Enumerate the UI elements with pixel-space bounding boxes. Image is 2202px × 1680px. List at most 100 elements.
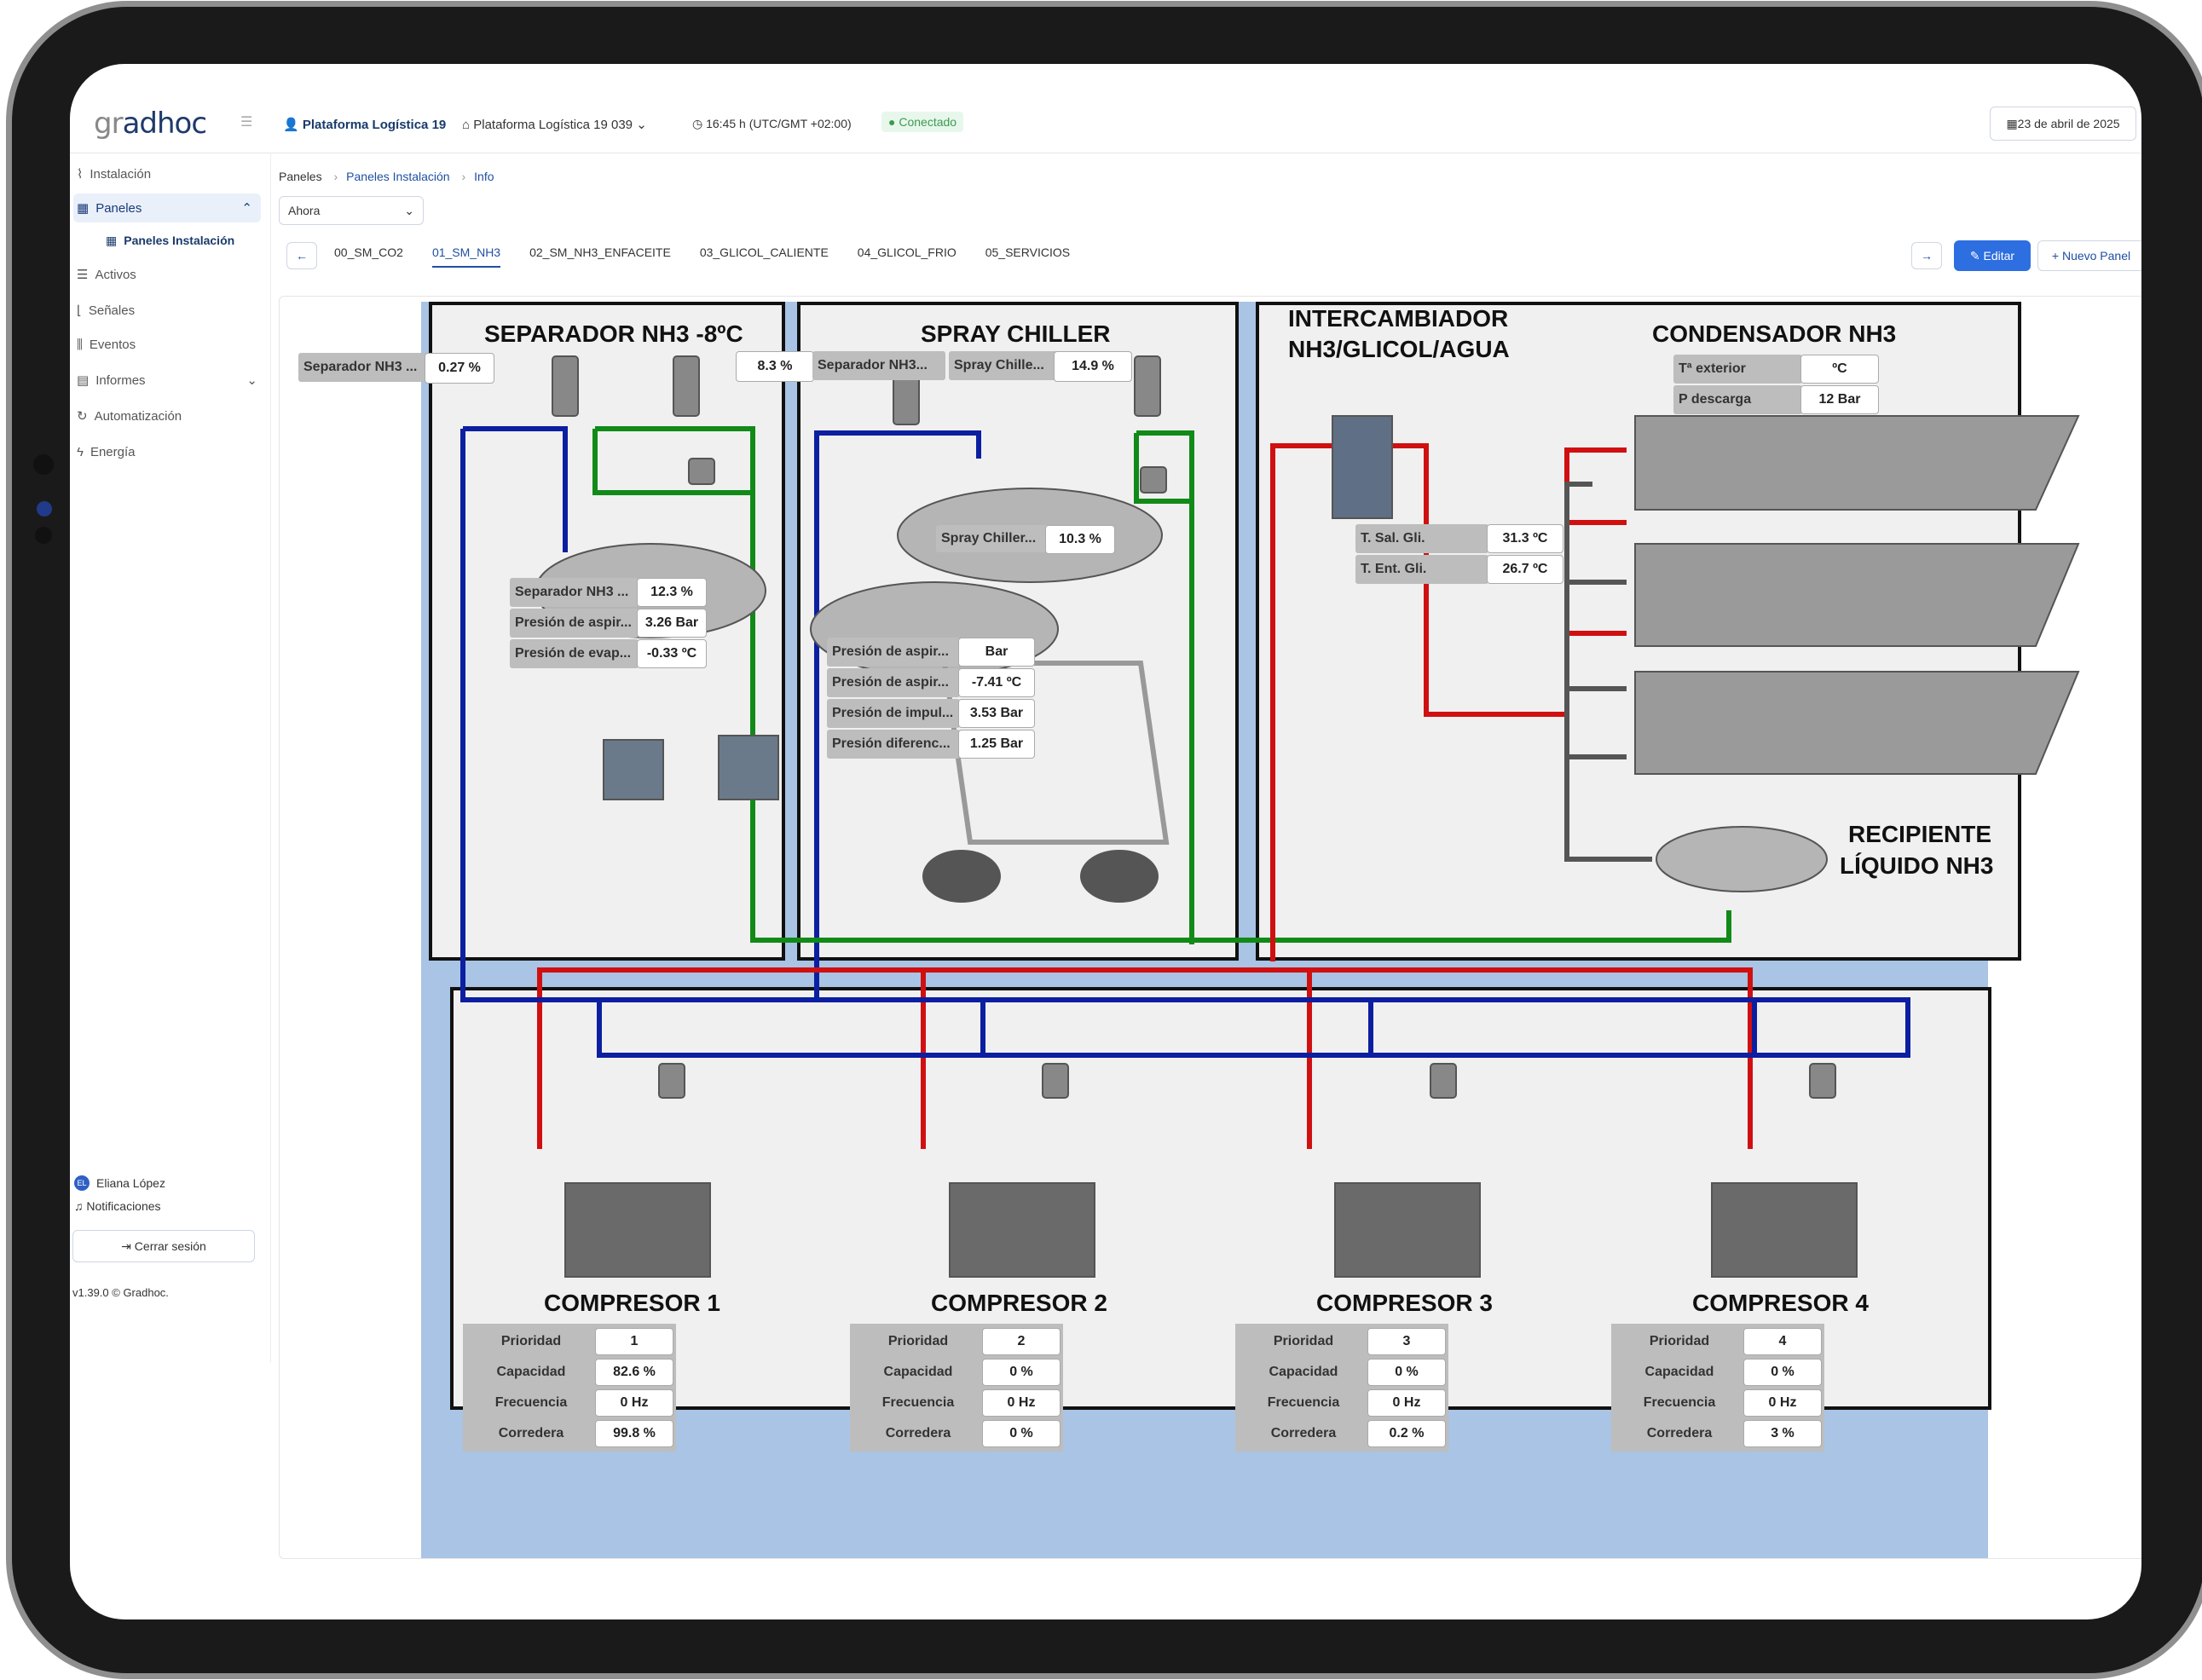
- compressor-reading-value: 0 Hz: [595, 1389, 673, 1417]
- valve-icon: [658, 1063, 685, 1099]
- breadcrumb-item[interactable]: Paneles: [279, 170, 322, 183]
- compressor-reading-value: 0 %: [1743, 1359, 1822, 1386]
- valve-icon: [688, 458, 715, 485]
- spray-reading-value: Bar: [958, 638, 1035, 667]
- logout-icon: ⇥: [121, 1238, 131, 1253]
- installation-select[interactable]: ⌂ Plataforma Logística 19 039 ⌄: [462, 118, 647, 132]
- tab-02[interactable]: 02_SM_NH3_ENFACEITE: [529, 245, 671, 259]
- separador-level-label: Separador NH3 ...: [298, 353, 431, 382]
- spray-title: SPRAY CHILLER: [921, 320, 1111, 347]
- glycol-line: [1136, 430, 1194, 944]
- menu-toggle-icon[interactable]: ☰: [240, 115, 253, 130]
- compressor-reading-label: Capacidad: [496, 1365, 566, 1379]
- liquid-line: [1564, 482, 1652, 862]
- compressor-icon: [1334, 1182, 1481, 1278]
- compressor-title: COMPRESOR 4: [1692, 1290, 1869, 1316]
- sidebar-item-eventos[interactable]: ⫼Eventos: [77, 337, 136, 352]
- sidebar-item-paneles[interactable]: ▦Paneles⌃: [73, 193, 261, 222]
- tab-00[interactable]: 00_SM_CO2: [334, 245, 403, 259]
- version-text: v1.39.0 © Gradhoc.: [72, 1286, 169, 1299]
- plus-icon: +: [2051, 249, 2060, 263]
- spray-separator-label: Separador NH3...: [812, 351, 945, 380]
- separador-reading-value: 3.26 Bar: [637, 609, 707, 638]
- spray-valve-label: Spray Chille...: [949, 351, 1061, 380]
- condensador-reading-label: Tª exterior: [1673, 355, 1802, 384]
- spray-valve-value: 14.9 %: [1054, 351, 1132, 382]
- spray-reading-value: -7.41 ºC: [958, 668, 1035, 697]
- sidebar-item-senales[interactable]: ⌊Señales: [77, 303, 136, 319]
- refresh-icon: ↻: [77, 409, 88, 424]
- notifications-link[interactable]: ♫ Notificaciones: [74, 1199, 161, 1213]
- tab-03[interactable]: 03_GLICOL_CALIENTE: [699, 245, 829, 259]
- intercambiador-reading-value: 31.3 ºC: [1487, 524, 1563, 553]
- user-platform: 👤 Plataforma Logística 19: [283, 118, 447, 132]
- sidebar-item-instalacion[interactable]: ⌇Instalación: [77, 166, 152, 182]
- chevron-down-icon: ⌄: [246, 373, 257, 388]
- discharge-line: [921, 970, 1312, 1149]
- date-picker[interactable]: ▦ 23 de abril de 2025: [1990, 107, 2136, 141]
- compressor-reading-label: Prioridad: [887, 1334, 949, 1348]
- grid-icon: ▦: [106, 233, 118, 247]
- next-tab-button[interactable]: →: [1911, 242, 1942, 269]
- breadcrumb: Paneles ›Paneles Instalación ›Info: [279, 170, 494, 183]
- camera-icon: [33, 454, 54, 475]
- compressor-reading-label: Prioridad: [1649, 1334, 1710, 1348]
- prev-tab-button[interactable]: ←: [286, 242, 317, 269]
- discharge-line: [1567, 520, 1627, 636]
- intercambiador-title: INTERCAMBIADOR: [1288, 305, 1509, 332]
- compressor-reading-label: Frecuencia: [1643, 1395, 1716, 1410]
- chevron-up-icon: ⌃: [241, 201, 252, 216]
- condenser-unit-icon: [1634, 543, 2080, 647]
- spray-tank-label: Spray Chiller...: [936, 525, 1052, 552]
- valve-icon: [673, 355, 700, 417]
- compressor-reading-label: Corredera: [1270, 1426, 1337, 1440]
- tab-05[interactable]: 05_SERVICIOS: [985, 245, 1071, 259]
- spray-tank-value: 10.3 %: [1045, 525, 1115, 554]
- compressor-reading-value: 0 %: [982, 1420, 1061, 1447]
- edit-button[interactable]: ✎ Editar: [1954, 240, 2031, 271]
- separador-reading-value: -0.33 ºC: [637, 639, 707, 668]
- compressor-reading-label: Corredera: [498, 1426, 564, 1440]
- breadcrumb-item[interactable]: Paneles Instalación: [346, 170, 450, 183]
- breadcrumb-item[interactable]: Info: [474, 170, 494, 183]
- condenser-unit-icon: [1634, 671, 2080, 775]
- plate-exchanger-icon: [1332, 415, 1393, 519]
- arrow-right-icon: →: [1921, 249, 1933, 263]
- compressor-reading-value: 0 %: [1367, 1359, 1446, 1386]
- app-screen: gradhoc ☰ 👤 Plataforma Logística 19 ⌂ Pl…: [70, 64, 2141, 1619]
- valve-icon: [1430, 1063, 1457, 1099]
- valve-icon: [893, 372, 920, 425]
- spray-reading-label: Presión de impul...: [827, 699, 960, 728]
- bars-icon: ⫼: [77, 337, 83, 352]
- compressor-reading-label: Frecuencia: [494, 1395, 568, 1410]
- sidebar-item-paneles-instalacion[interactable]: ▦Paneles Instalación: [106, 233, 235, 248]
- compressor-title: COMPRESOR 3: [1316, 1290, 1493, 1316]
- pencil-icon: ✎: [1969, 248, 1980, 263]
- compressor-reading-value: 82.6 %: [595, 1359, 673, 1386]
- tab-01[interactable]: 01_SM_NH3: [431, 245, 501, 268]
- logout-button[interactable]: ⇥ Cerrar sesión: [72, 1230, 255, 1262]
- separador-valve-value: 8.3 %: [736, 351, 814, 382]
- separador-reading-label: Presión de evap...: [510, 639, 639, 668]
- recipiente-title: RECIPIENTE: [1848, 821, 1992, 847]
- compressor-icon: [949, 1182, 1095, 1278]
- condenser-unit-icon: [1634, 415, 2080, 511]
- liquid-receiver-icon: [1656, 826, 1828, 892]
- time-range-select[interactable]: Ahora⌄: [279, 196, 424, 225]
- suction-line: [463, 426, 568, 552]
- heat-exchanger-icon: [718, 735, 779, 800]
- sidebar-item-automatizacion[interactable]: ↻Automatización: [77, 408, 182, 424]
- tab-04[interactable]: 04_GLICOL_FRIO: [857, 245, 957, 259]
- bell-icon: ♫: [74, 1199, 84, 1213]
- chevron-down-icon: ⌄: [404, 203, 414, 217]
- new-panel-button[interactable]: + Nuevo Panel: [2037, 240, 2141, 271]
- condensador-title: CONDENSADOR NH3: [1652, 320, 1897, 347]
- intercambiador-subtitle: NH3/GLICOL/AGUA: [1288, 336, 1510, 362]
- suction-line: [460, 429, 981, 1002]
- compressor-title: COMPRESOR 1: [544, 1290, 720, 1316]
- separador-reading-value: 12.3 %: [637, 578, 707, 607]
- sidebar-item-informes[interactable]: ▤Informes⌄: [77, 372, 257, 389]
- sidebar-item-activos[interactable]: ☰Activos: [77, 267, 136, 283]
